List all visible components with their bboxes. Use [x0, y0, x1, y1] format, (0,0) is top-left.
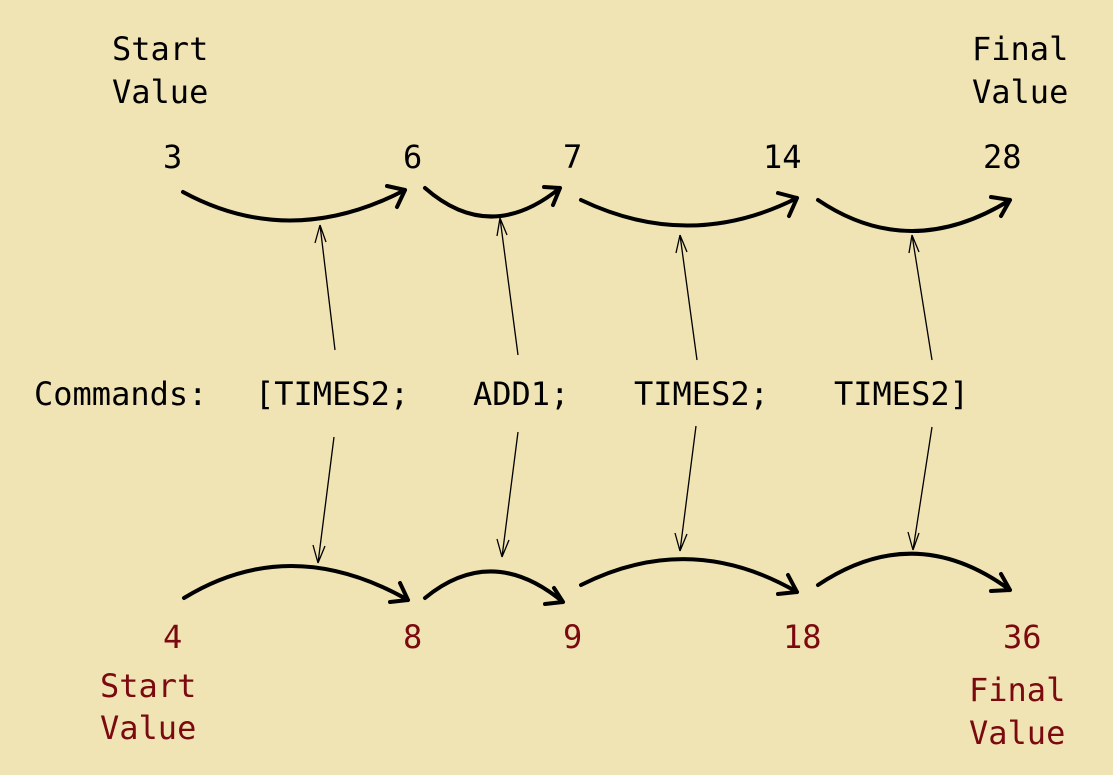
bottom-value-3: 9 [563, 618, 582, 656]
top-value-3: 7 [563, 138, 582, 176]
bottom-arc-2 [423, 569, 565, 606]
bottom-arc-3 [579, 557, 799, 596]
bottom-arc-4 [816, 551, 1012, 593]
top-value-5: 28 [983, 138, 1022, 176]
connector-up-4 [908, 234, 933, 361]
command-4: TIMES2] [834, 375, 969, 413]
top-start-label-line1: Start [112, 30, 208, 68]
command-1: [TIMES2; [255, 375, 409, 413]
top-arc-4 [816, 195, 1012, 233]
connector-up-1 [314, 224, 336, 351]
top-value-4: 14 [763, 138, 802, 176]
bottom-value-4: 18 [783, 618, 822, 656]
bottom-final-label-line1: Final [969, 671, 1065, 709]
bottom-arc-1 [182, 564, 410, 604]
command-3: TIMES2; [634, 375, 769, 413]
top-start-label-line2: Value [112, 73, 208, 111]
connector-down-1 [312, 436, 335, 564]
connector-up-2 [496, 217, 519, 356]
top-final-label-line1: Final [972, 30, 1068, 68]
top-value-2: 6 [403, 138, 422, 176]
connector-down-4 [907, 426, 933, 551]
top-arc-3 [579, 191, 799, 228]
top-value-1: 3 [163, 138, 182, 176]
commands-prefix: Commands: [34, 375, 207, 413]
connector-up-3 [675, 234, 698, 361]
bottom-start-label-line1: Start [100, 667, 196, 705]
top-arc-1 [181, 184, 407, 223]
command-2: ADD1; [473, 375, 569, 413]
top-final-label-line2: Value [972, 73, 1068, 111]
bottom-value-5: 36 [1003, 618, 1042, 656]
bottom-final-label-line2: Value [969, 714, 1065, 752]
bottom-value-2: 8 [403, 618, 422, 656]
connector-down-3 [674, 425, 697, 552]
bottom-start-label-line2: Value [100, 709, 196, 747]
connector-down-2 [496, 431, 519, 558]
top-arc-2 [423, 185, 562, 219]
bottom-value-1: 4 [163, 618, 182, 656]
